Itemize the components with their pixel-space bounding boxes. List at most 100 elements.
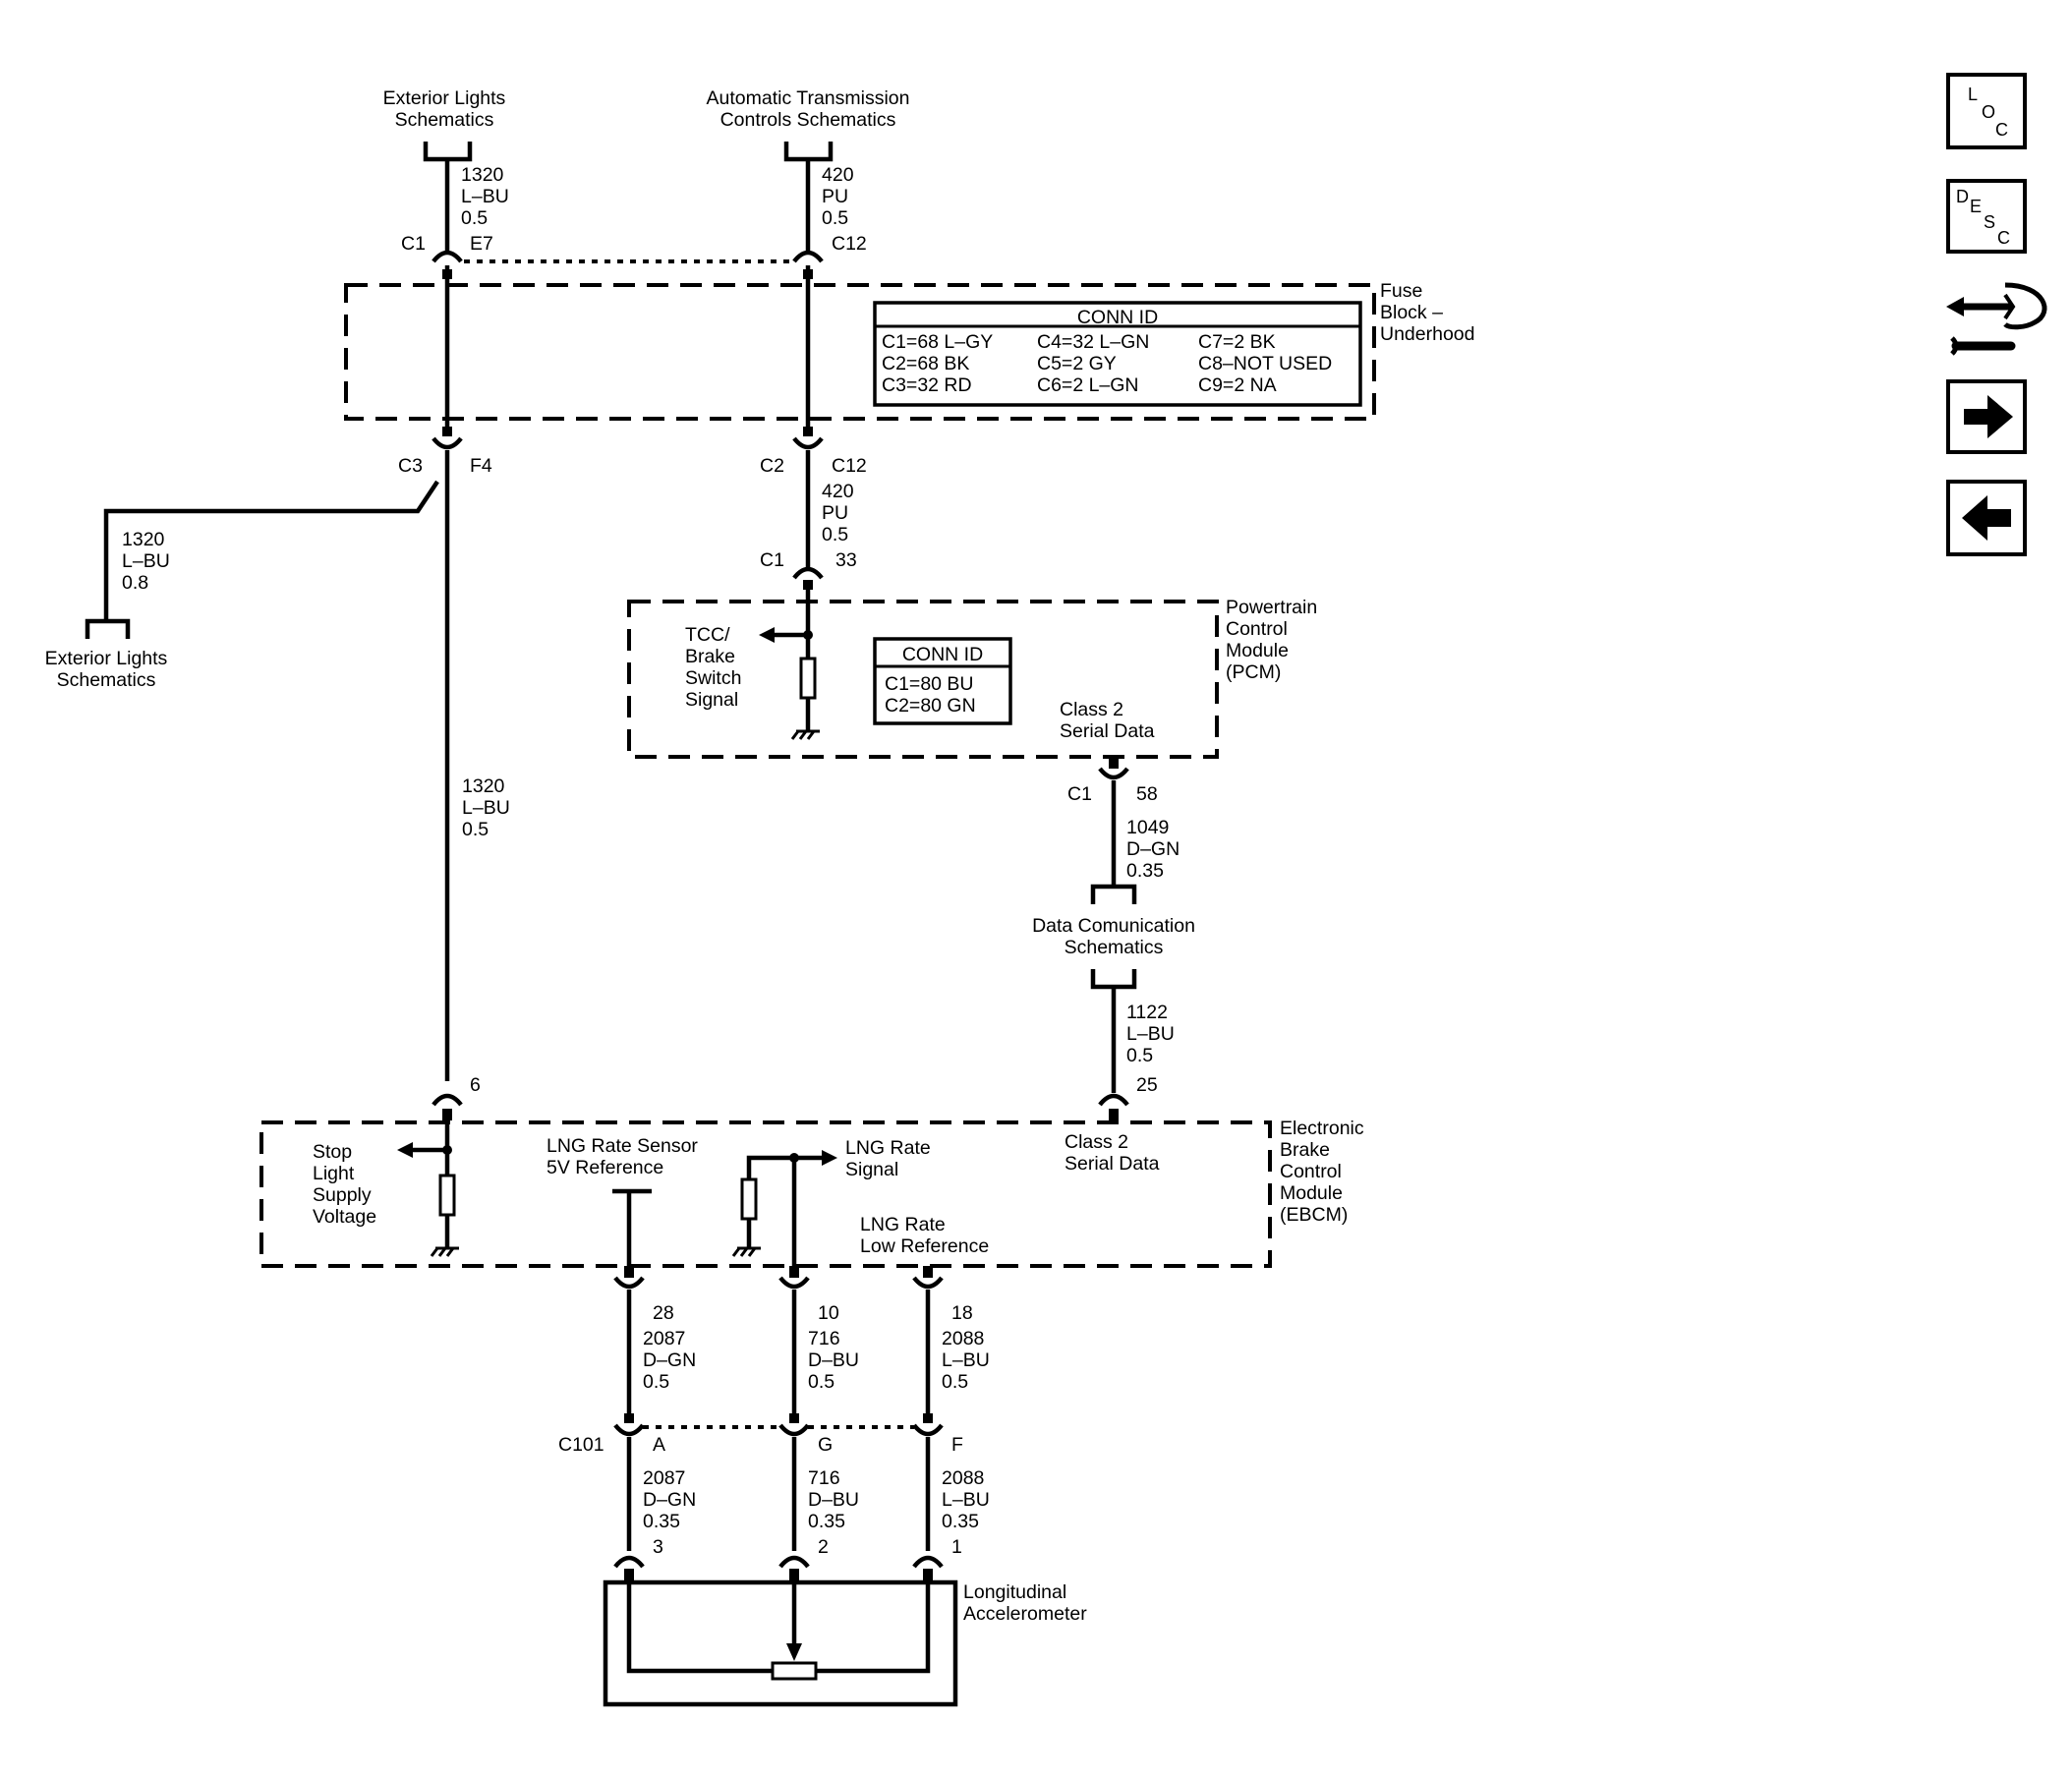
nav-letter: L	[1968, 85, 1978, 104]
pin-label: G	[818, 1434, 833, 1456]
exterior-lights-reference-left[interactable]: Exterior Lights Schematics	[45, 618, 168, 691]
signal-label: Signal	[845, 1159, 898, 1180]
exterior-lights-reference-top[interactable]: Exterior Lights Schematics	[383, 87, 506, 162]
previous-page-button[interactable]	[1946, 480, 2027, 556]
signal-label: LNG Rate Sensor	[547, 1135, 698, 1157]
signal-label: Stop	[313, 1141, 352, 1163]
pin-label: 25	[1136, 1074, 1158, 1096]
connector-female-icon	[792, 250, 824, 263]
next-page-button[interactable]	[1946, 379, 2027, 454]
nav-letter: S	[1984, 212, 1995, 232]
connector-label: C1	[760, 549, 784, 571]
table-cell: C8–NOT USED	[1198, 353, 1332, 374]
connector-label: C1	[1067, 783, 1092, 805]
wire-label: 0.5	[643, 1371, 669, 1393]
table-cell: C1=68 L–GY	[882, 331, 993, 353]
nav-letter: E	[1970, 197, 1982, 216]
longitudinal-accelerometer[interactable]: Longitudinal Accelerometer	[603, 1579, 1087, 1707]
circuit-1320-top: 1320 L–BU 0.5	[444, 159, 509, 252]
terminal-icon	[442, 1109, 452, 1120]
module-label: Brake	[1280, 1139, 1330, 1161]
connector-female-icon	[792, 566, 824, 580]
arrow-left-icon	[759, 627, 775, 643]
table-title: CONN ID	[902, 644, 983, 665]
wire-label: 0.35	[1126, 860, 1164, 882]
signal-label: 5V Reference	[547, 1157, 663, 1178]
terminal-icon	[1109, 757, 1119, 769]
description-button[interactable]: D E S C	[1946, 179, 2027, 254]
pin-label: 33	[835, 549, 857, 571]
resistor-icon	[438, 1174, 456, 1217]
terminal-icon	[624, 1569, 634, 1580]
connector-male-icon	[613, 1276, 645, 1290]
powertrain-control-module[interactable]: Powertrain Control Module (PCM)	[627, 597, 1317, 759]
circuit-1320-branch: 1320 L–BU 0.8	[103, 480, 439, 619]
module-label: Fuse	[1380, 280, 1422, 302]
terminal-icon	[923, 1266, 933, 1278]
ref-label-line: Exterior Lights	[383, 87, 506, 109]
wire-label: 716	[808, 1328, 840, 1349]
terminal-icon	[923, 1569, 933, 1580]
terminal-icon	[624, 1413, 634, 1423]
signal-label: Supply	[313, 1184, 372, 1206]
signal-label: Brake	[685, 646, 735, 667]
ground-icon	[790, 729, 820, 740]
wire-label: 0.5	[462, 819, 489, 840]
transmission-reference-top[interactable]: Automatic Transmission Controls Schemati…	[707, 87, 910, 162]
wire-label: 0.5	[822, 524, 848, 545]
terminal-icon	[789, 1413, 799, 1423]
pin-label: 10	[818, 1302, 839, 1324]
terminal-icon	[624, 1266, 634, 1278]
table-cell: C5=2 GY	[1037, 353, 1117, 374]
electronic-brake-control-module[interactable]: Electronic Brake Control Module (EBCM)	[259, 1118, 1364, 1268]
connector-label: C1	[401, 233, 426, 255]
circuit-420-top: 420 PU 0.5	[805, 159, 854, 252]
signal-label: Serial Data	[1065, 1153, 1160, 1175]
wiper-arrow-icon	[786, 1643, 802, 1661]
wire-label: L–BU	[122, 550, 170, 572]
connector-male-icon	[432, 436, 463, 450]
wire-label: L–BU	[461, 186, 509, 207]
wire-label: 1049	[1126, 817, 1169, 838]
wire-label: PU	[822, 186, 848, 207]
wire-label: 0.35	[643, 1511, 680, 1532]
pin-label: 6	[470, 1074, 481, 1096]
signal-label: LNG Rate	[860, 1214, 946, 1235]
signal-label: Low Reference	[860, 1235, 989, 1257]
terminal-icon	[803, 269, 813, 279]
connector-view-button[interactable]	[1946, 282, 2047, 356]
table-cell: C2=68 BK	[882, 353, 969, 374]
pin-label: A	[653, 1434, 665, 1456]
wire-label: D–GN	[643, 1489, 696, 1511]
connector-male-icon	[912, 1276, 944, 1290]
wire-label: 1320	[462, 775, 505, 797]
wire-label: L–BU	[462, 797, 510, 819]
wire-label: 420	[822, 164, 854, 186]
terminal-icon	[442, 269, 452, 279]
pin-label: C12	[832, 455, 867, 477]
table-title: CONN ID	[1077, 307, 1158, 328]
signal-label: Class 2	[1060, 699, 1123, 720]
signal-label: Voltage	[313, 1206, 376, 1228]
wire-label: 2088	[942, 1467, 984, 1489]
pin-label: E7	[470, 233, 493, 255]
data-communication-reference[interactable]: Data Comunication Schematics	[1032, 884, 1195, 990]
location-button[interactable]: L O C	[1946, 73, 2027, 149]
ref-label-line: Data Comunication	[1032, 915, 1195, 937]
module-label: Block –	[1380, 302, 1443, 323]
fuse-block-underhood[interactable]: Fuse Block – Underhood	[344, 280, 1475, 421]
connector-female-icon	[613, 1555, 645, 1569]
connector-female-icon	[1098, 1093, 1129, 1107]
wire-label: 2087	[643, 1328, 685, 1349]
pin-label: 28	[653, 1302, 674, 1324]
connector-label: C3	[398, 455, 423, 477]
module-label: Electronic	[1280, 1118, 1364, 1139]
nav-letter: D	[1956, 187, 1969, 206]
table-cell: C2=80 GN	[885, 695, 976, 717]
table-cell: C4=32 L–GN	[1037, 331, 1149, 353]
resistor-icon	[740, 1177, 758, 1221]
connector-label: C2	[760, 455, 784, 477]
wire-label: D–GN	[1126, 838, 1180, 860]
pin-label: C12	[832, 233, 867, 255]
ref-label-line: Schematics	[57, 669, 156, 691]
